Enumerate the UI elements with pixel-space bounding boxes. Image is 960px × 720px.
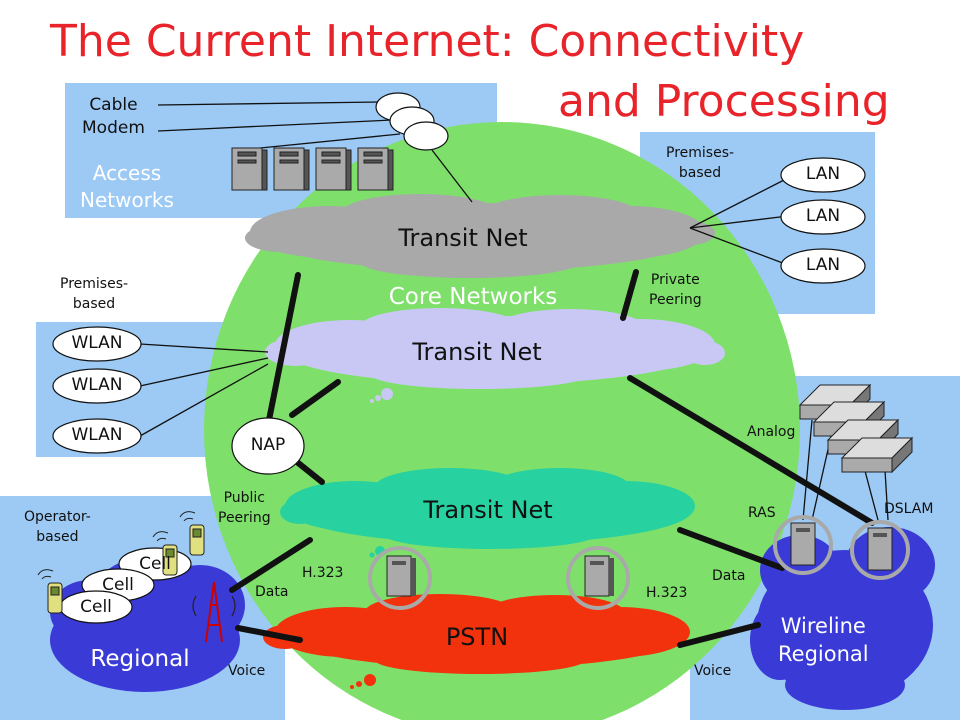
wireline-regional-label: Wireline Regional <box>778 614 869 667</box>
voice-right-label: Voice <box>694 663 732 679</box>
wlan-node-1 <box>52 326 142 362</box>
transit-net-middle-label: Transit Net <box>412 338 542 366</box>
transit-net-top-cloud <box>245 194 715 278</box>
access-servers-icon <box>231 147 394 191</box>
h323-left-server-icon <box>368 546 432 610</box>
wlan-ellipses <box>52 326 142 454</box>
lan-label-3: LAN <box>805 255 841 275</box>
cell-label-3: Cell <box>80 597 112 617</box>
voice-left-label: Voice <box>228 663 266 679</box>
cell-label-2: Cell <box>102 575 134 595</box>
lan-label-2: LAN <box>805 206 841 226</box>
title-line-2: and Processing <box>558 76 890 127</box>
h323-left-label: H.323 <box>302 565 344 581</box>
analog-label: Analog <box>747 424 796 440</box>
pstn-label: PSTN <box>445 623 509 651</box>
cable-modem-label: Cable Modem <box>82 95 145 138</box>
cable-modem-icon <box>375 92 449 151</box>
core-networks-label: Core Networks <box>388 284 558 310</box>
core-networks-region <box>204 122 800 720</box>
cell-label-1: Cell <box>139 554 171 574</box>
h323-right-label: H.323 <box>646 585 688 601</box>
lan-ellipses <box>780 157 866 284</box>
data-left-label: Data <box>255 584 289 600</box>
transit-net-bottom-label: Transit Net <box>423 496 553 524</box>
wlan-node-3 <box>52 418 142 454</box>
dslam-server-icon <box>850 520 910 580</box>
thick-links <box>229 269 875 648</box>
nap-node <box>231 417 305 475</box>
private-peering-label: Private Peering <box>649 272 702 309</box>
ras-label: RAS <box>748 505 776 521</box>
wlan-node-2 <box>52 368 142 404</box>
access-networks-label: Access Networks <box>80 161 174 212</box>
thin-links <box>139 101 889 521</box>
data-right-label: Data <box>712 568 746 584</box>
premises-wlan-label: Premises- based <box>60 276 129 313</box>
public-peering-label: Public Peering <box>218 490 271 527</box>
regional-label: Regional <box>90 646 190 672</box>
pstn-cloud <box>263 594 690 689</box>
wlan-label-2: WLAN <box>71 375 123 395</box>
operator-based-label: Operator- based <box>24 509 91 546</box>
analog-modems-icon <box>798 383 914 474</box>
transit-net-top-label: Transit Net <box>398 224 528 252</box>
wlan-label-3: WLAN <box>71 425 123 445</box>
dslam-label: DSLAM <box>884 501 934 517</box>
ras-server-icon <box>773 515 833 575</box>
premises-lan-label: Premises- based <box>666 145 735 182</box>
nap-label: NAP <box>250 435 286 455</box>
cell-tower-icon <box>192 581 236 643</box>
transit-net-middle-cloud <box>265 308 725 403</box>
title-line-1: The Current Internet: Connectivity <box>50 16 805 67</box>
transit-net-bottom-cloud <box>280 468 695 558</box>
lan-node-3 <box>780 248 866 284</box>
lan-node-2 <box>780 199 866 235</box>
wlan-label-1: WLAN <box>71 333 123 353</box>
cell-phone-icons <box>37 511 205 614</box>
lan-node-1 <box>780 157 866 193</box>
lan-label-1: LAN <box>805 164 841 184</box>
h323-right-server-icon <box>566 546 630 610</box>
